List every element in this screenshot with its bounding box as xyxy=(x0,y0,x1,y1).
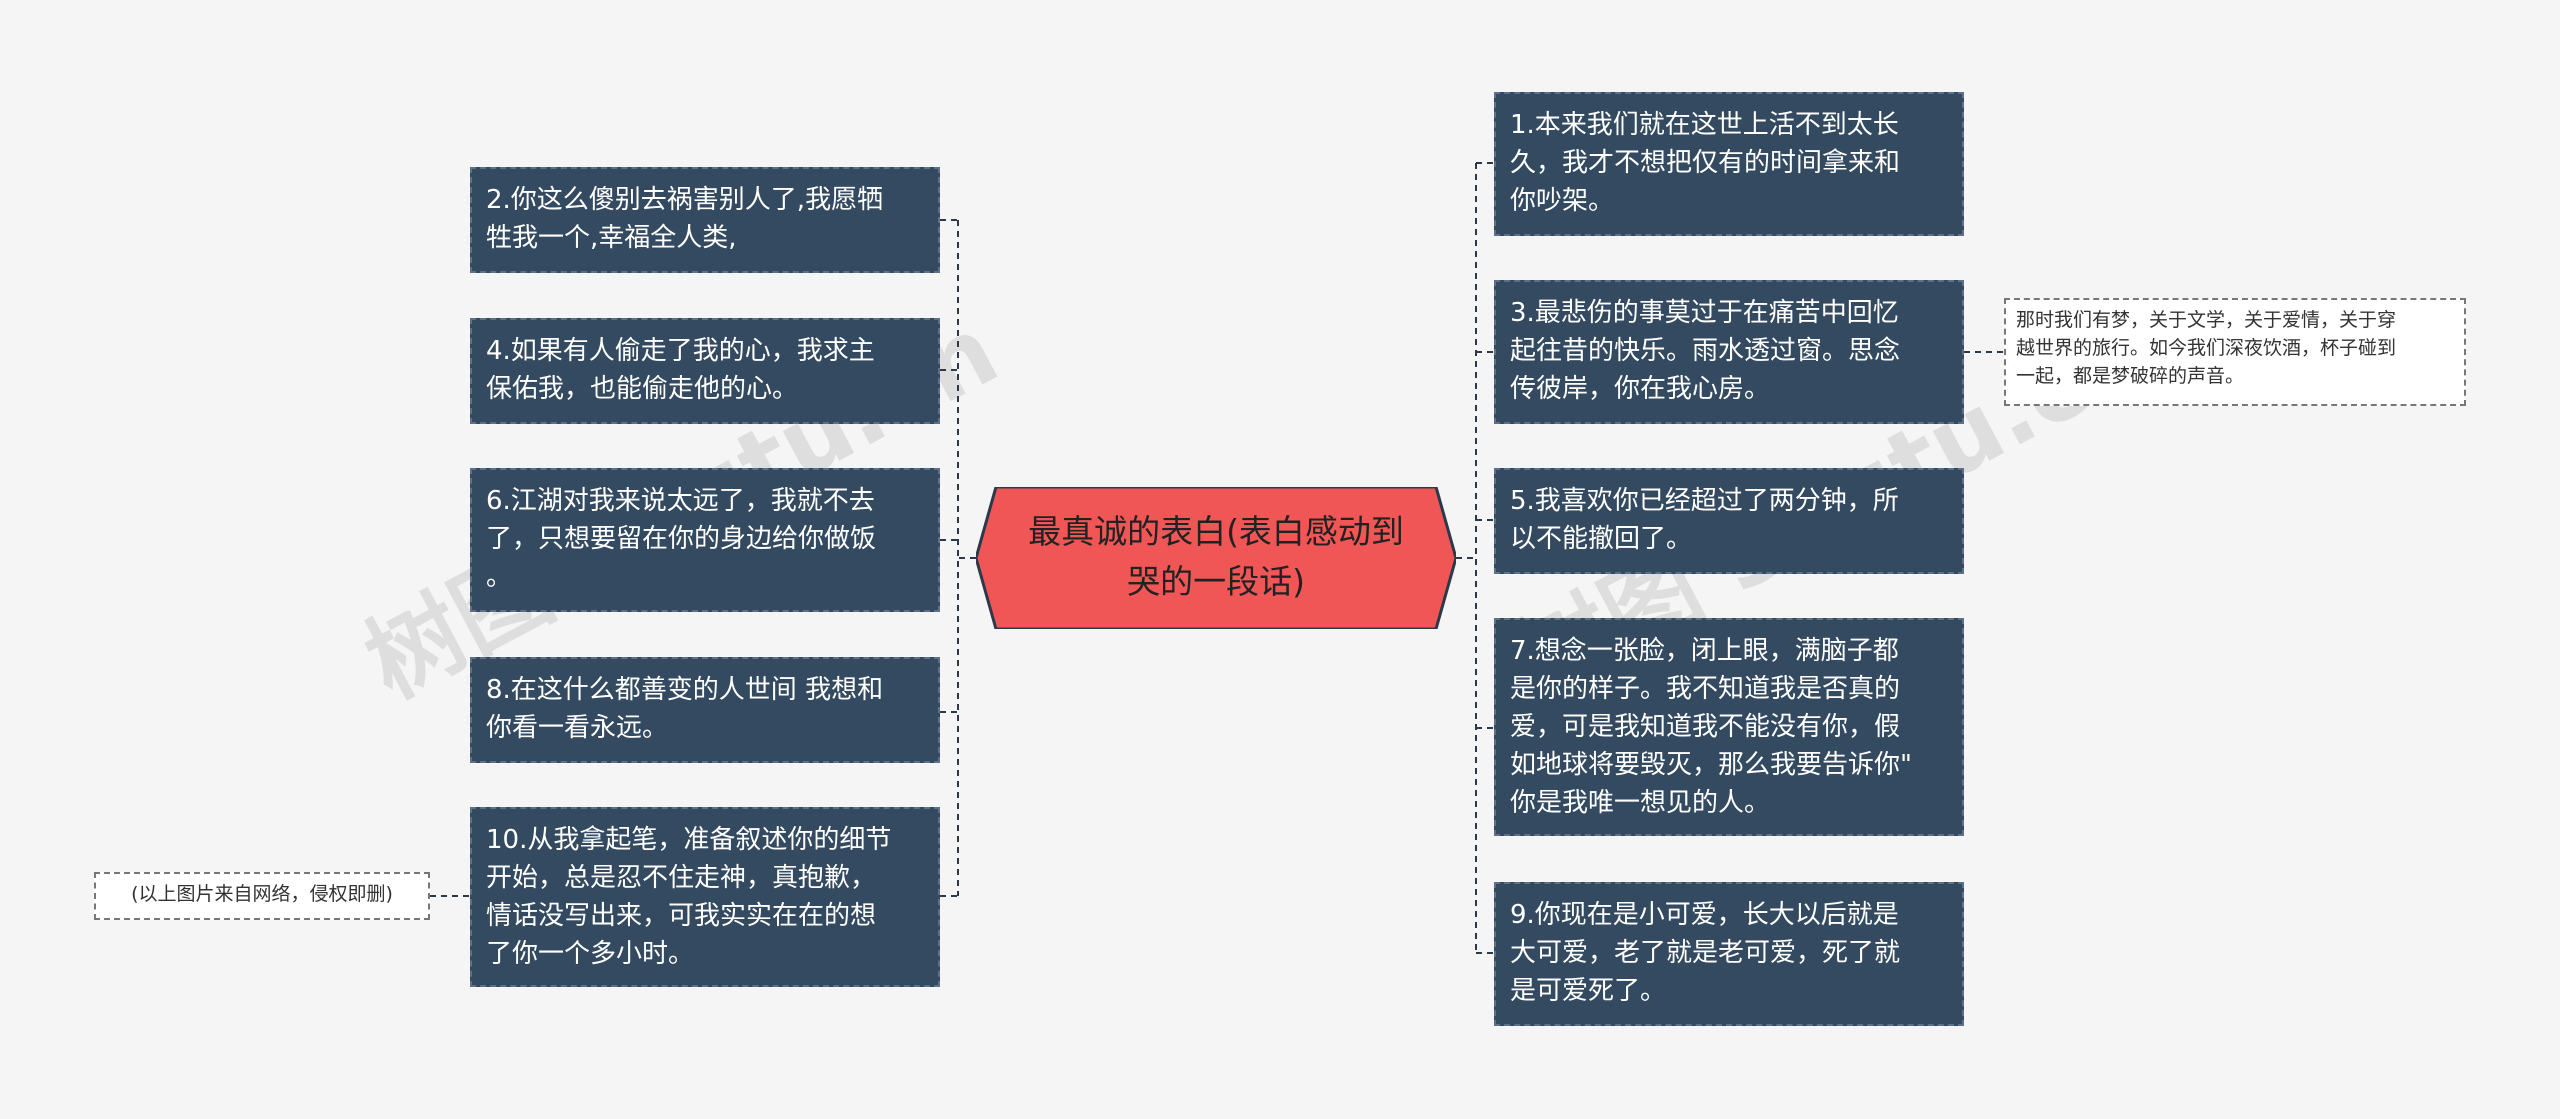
branch-node-1[interactable]: 1.本来我们就在这世上活不到太长 久，我才不想把仅有的时间拿来和 你吵架。 xyxy=(1494,92,1964,236)
branch-node-6[interactable]: 6.江湖对我来说太远了，我就不去 了，只想要留在你的身边给你做饭 。 xyxy=(470,468,940,612)
branch-node-8[interactable]: 8.在这什么都善变的人世间 我想和 你看一看永远。 xyxy=(470,657,940,763)
branch-node-10[interactable]: 10.从我拿起笔，准备叙述你的细节 开始，总是忍不住走神，真抱歉， 情话没写出来… xyxy=(470,807,940,987)
branch-node-7[interactable]: 7.想念一张脸，闭上眼，满脑子都 是你的样子。我不知道我是否真的 爱，可是我知道… xyxy=(1494,618,1964,836)
branch-node-9[interactable]: 9.你现在是小可爱，长大以后就是 大可爱，老了就是老可爱，死了就 是可爱死了。 xyxy=(1494,882,1964,1026)
central-topic-shape xyxy=(976,487,1456,629)
central-topic-label: 最真诚的表白(表白感动到 哭的一段话) xyxy=(1028,512,1404,601)
central-topic[interactable]: 最真诚的表白(表白感动到 哭的一段话) xyxy=(976,487,1456,629)
branch-node-4[interactable]: 4.如果有人偷走了我的心，我求主 保佑我，也能偷走他的心。 xyxy=(470,318,940,424)
branch-node-2[interactable]: 2.你这么傻别去祸害别人了,我愿牺 牲我一个,幸福全人类, xyxy=(470,167,940,273)
note-left[interactable]: (以上图片来自网络，侵权即删) xyxy=(94,872,430,920)
note-right[interactable]: 那时我们有梦，关于文学，关于爱情，关于穿 越世界的旅行。如今我们深夜饮酒，杯子碰… xyxy=(2004,298,2466,406)
branch-node-5[interactable]: 5.我喜欢你已经超过了两分钟，所 以不能撤回了。 xyxy=(1494,468,1964,574)
branch-node-3[interactable]: 3.最悲伤的事莫过于在痛苦中回忆 起往昔的快乐。雨水透过窗。思念 传彼岸，你在我… xyxy=(1494,280,1964,424)
